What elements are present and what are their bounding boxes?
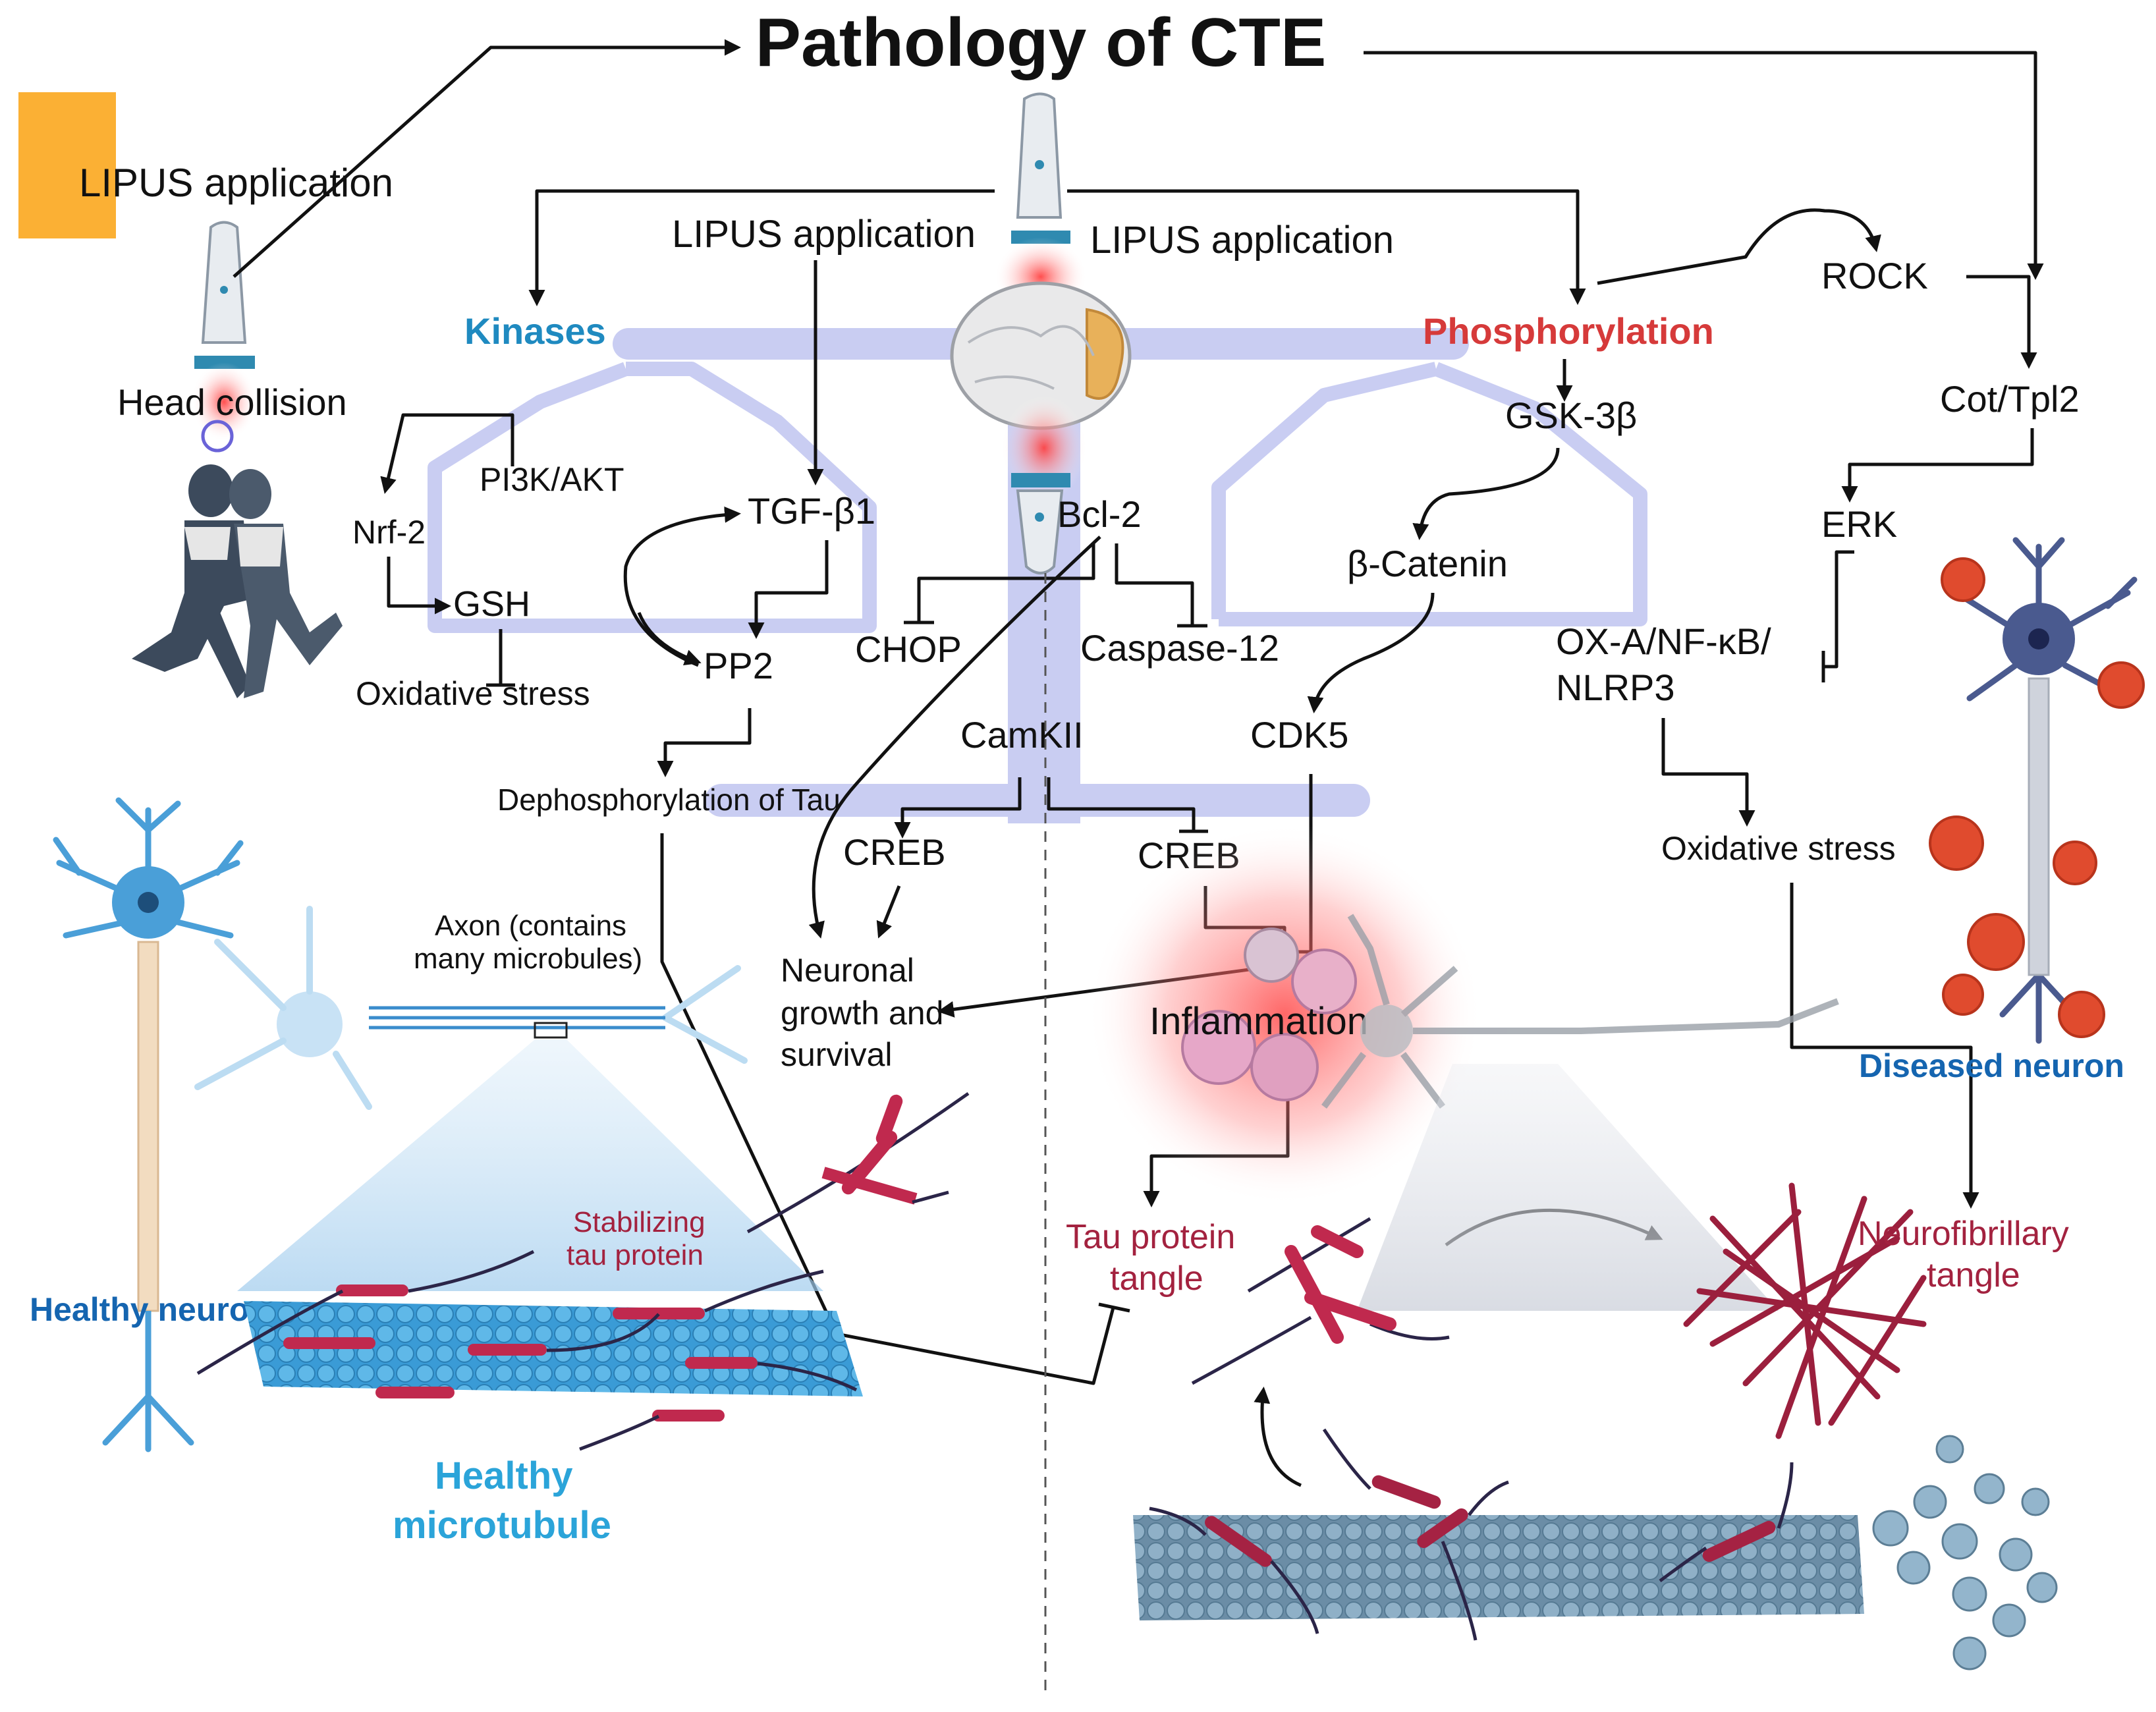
- axon-label: Axon (contains many microbules): [414, 910, 642, 975]
- bcl2-label: Bcl-2: [1057, 493, 1142, 535]
- diseased-neuron-label: Diseased neuron: [1859, 1047, 2124, 1084]
- lipus-application-left-label: LIPUS application: [672, 213, 976, 256]
- beta-catenin-label: β-Catenin: [1347, 543, 1508, 584]
- healthy-neuron-label: Healthy neuron: [30, 1291, 269, 1328]
- impact-icon: [201, 420, 234, 453]
- kinases-label: Kinases: [464, 310, 606, 352]
- healthy-neuron-axon: [137, 941, 159, 1396]
- rock-label: ROCK: [1821, 255, 1928, 296]
- healthy-microtubule-label: Healthy microtubule: [393, 1454, 611, 1547]
- stabilizing-tau-label: Stabilizing tau protein: [567, 1206, 713, 1271]
- axon-microtubules: [369, 1006, 665, 1039]
- erk-label: ERK: [1821, 503, 1897, 545]
- gsh-label: GSH: [453, 584, 530, 624]
- zoom-cone-right: [1357, 1064, 1779, 1311]
- zoom-cone-left: [237, 1039, 823, 1291]
- pp2-label: PP2: [704, 645, 773, 686]
- neurofibrillary-tangle-icon: [1683, 1182, 1927, 1439]
- dephosphorylation-label: Dephosphorylation of Tau: [497, 783, 841, 817]
- page-title: Pathology of CTE: [756, 5, 1327, 81]
- tau-tangle-icon: [1191, 1217, 1450, 1385]
- cdk5-label: CDK5: [1250, 714, 1348, 756]
- tgf-beta1-label: TGF-β1: [748, 490, 875, 532]
- inflammation-label: Inflammation: [1149, 1000, 1368, 1043]
- tau-strand-icon: [746, 1091, 970, 1234]
- gsk3b-label: GSK-3β: [1505, 395, 1637, 436]
- caspase12-label: Caspase-12: [1080, 627, 1279, 669]
- brain-icon: [950, 281, 1132, 430]
- pi3k-akt-label: PI3K/AKT: [480, 461, 624, 498]
- tau-tangle-label: Tau protein tangle: [1066, 1218, 1245, 1298]
- lipus-application-right-label: LIPUS application: [1090, 219, 1394, 262]
- lipus-badge-label: LIPUS application: [79, 161, 393, 205]
- diseased-neuron-axon: [2028, 677, 2050, 976]
- head-collision-label: Head collision: [117, 381, 347, 423]
- inflammation-glow: [1087, 823, 1482, 1205]
- cot-tpl2-label: Cot/Tpl2: [1940, 378, 2080, 420]
- neurofibrillary-tangle-label: Neurofibrillary tangle: [1858, 1215, 2078, 1294]
- healthy-microtubule-icon: [196, 1250, 863, 1451]
- nrf2-label: Nrf-2: [352, 514, 426, 551]
- faded-neuron-icon: [1321, 914, 1839, 1109]
- diseased-microtubule-icon: [1133, 1428, 2058, 1671]
- runners-icon: [132, 464, 343, 698]
- healthy-neuron-icon: [53, 797, 244, 1452]
- neuronal-growth-label: Neuronal growth and survival: [781, 952, 953, 1073]
- lipus-badge-swatch: [18, 92, 116, 238]
- ox-nfkb-nlrp3-label: OX-A/NF-κB/ NLRP3: [1556, 621, 1781, 708]
- creb-left-label: CREB: [843, 831, 946, 873]
- immune-cells-icon: [1181, 927, 1357, 1101]
- amyloid-plaques-icon: [1929, 557, 2145, 1038]
- oxidative-stress-right-label: Oxidative stress: [1661, 830, 1896, 867]
- oxidative-stress-left-label: Oxidative stress: [356, 675, 590, 712]
- phosphorylation-label: Phosphorylation: [1423, 310, 1714, 352]
- ultrasound-probe-bottom: [1011, 473, 1070, 574]
- second-neuron-icon: [194, 906, 748, 1110]
- chop-label: CHOP: [855, 628, 962, 670]
- ultrasound-probe-left: [191, 221, 257, 441]
- camkii-label: CamKII: [960, 714, 1084, 756]
